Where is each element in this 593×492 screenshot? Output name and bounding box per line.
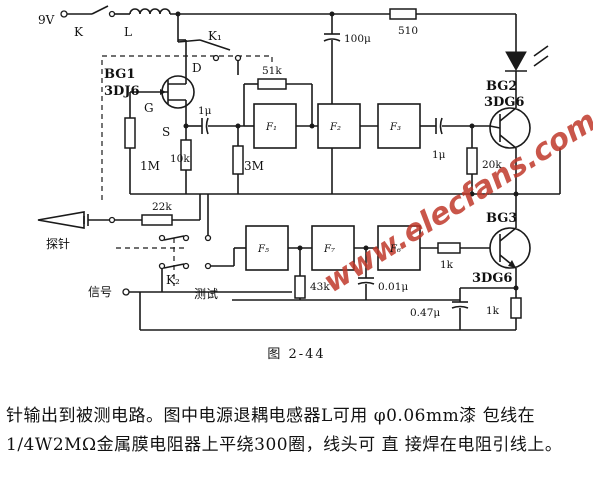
res-20k-label: 20k bbox=[482, 159, 502, 171]
gate-f3-label: F₃ bbox=[389, 122, 401, 133]
bg1-name-label: BG1 bbox=[104, 67, 135, 82]
res-1k-b-label: 1k bbox=[486, 305, 500, 317]
supply-voltage-label: 9V bbox=[38, 13, 55, 27]
signal-label: 信号 bbox=[88, 285, 112, 299]
res-43k-label: 43k bbox=[310, 281, 330, 293]
pin-s-label: S bbox=[162, 125, 170, 139]
res-22k-label: 22k bbox=[152, 201, 172, 213]
gate-f6-label: F₆ bbox=[389, 244, 401, 255]
test-label: 测试 bbox=[194, 286, 218, 301]
pin-g-label: G bbox=[144, 101, 154, 115]
cap-100u-label: 100μ bbox=[344, 33, 371, 45]
gate-f7-label: F₇ bbox=[323, 244, 335, 255]
gate-f2-label: F₂ bbox=[329, 122, 341, 133]
res-510-label: 510 bbox=[398, 25, 418, 37]
bg3-type-label: 3DG6 bbox=[472, 271, 512, 286]
figure-caption: 图 2-44 bbox=[267, 347, 326, 362]
body-paragraph: 针输出到被测电路。图中电源退耦电感器L可用 φ0.06mm漆 包线在1/4W2M… bbox=[6, 406, 563, 455]
cap-001u-label: 0.01μ bbox=[378, 281, 408, 293]
res-3m-label: 3M bbox=[244, 159, 264, 173]
res-10k-label: 10k bbox=[170, 153, 190, 165]
gate-f1-label: F₁ bbox=[265, 122, 277, 133]
res-51k-label: 51k bbox=[262, 65, 282, 77]
pin-d-label: D bbox=[192, 61, 202, 75]
switch-k-label: K bbox=[74, 25, 84, 39]
switch-k2-label: K₂ bbox=[166, 273, 180, 287]
inductor-l-label: L bbox=[124, 25, 132, 39]
res-1k-a-label: 1k bbox=[440, 259, 454, 271]
cap-1u-a-label: 1μ bbox=[198, 105, 212, 117]
gate-f5-label: F₅ bbox=[257, 244, 269, 255]
cap-1u-b-label: 1μ bbox=[432, 149, 446, 161]
switch-k1-label: K₁ bbox=[208, 29, 222, 43]
bg1-type-label: 3DJ6 bbox=[104, 84, 140, 99]
probe-label: 探针 bbox=[46, 236, 70, 251]
cap-047u-label: 0.47μ bbox=[410, 307, 440, 319]
res-1m-label: 1M bbox=[140, 159, 160, 173]
bg2-name-label: BG2 bbox=[486, 79, 517, 94]
circuit-schematic: www.elecfans.com 9V K L 100μ 510 K₁ 51k … bbox=[37, 5, 593, 331]
bg3-name-label: BG3 bbox=[486, 211, 517, 226]
bg2-type-label: 3DG6 bbox=[484, 95, 524, 110]
